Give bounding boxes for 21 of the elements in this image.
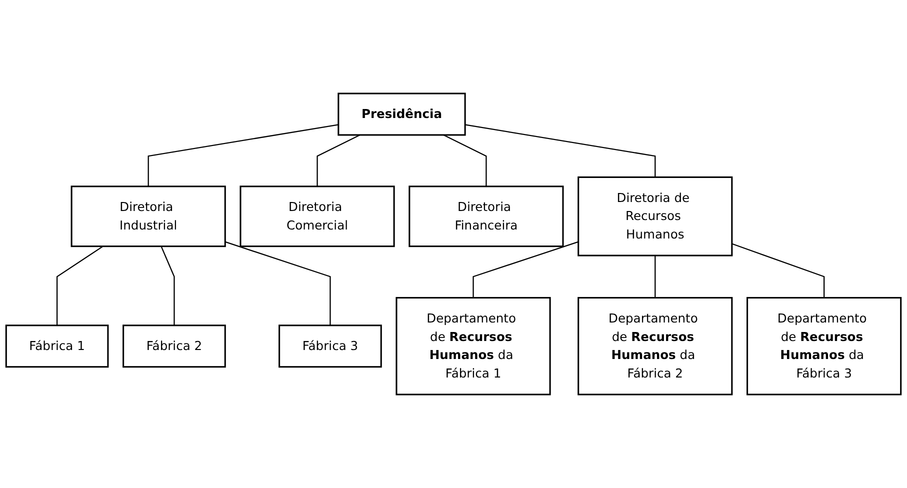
node-box: Diretoria Financeira xyxy=(408,186,564,248)
node-box: Fábrica 3 xyxy=(278,324,382,368)
connector xyxy=(56,246,104,326)
node-box: Presidência xyxy=(338,92,466,136)
connector xyxy=(654,256,656,298)
connector xyxy=(224,241,331,326)
node-box: Diretoria Comercial xyxy=(240,186,395,248)
connector xyxy=(472,241,579,298)
connector xyxy=(464,124,656,178)
node-box: Fábrica 2 xyxy=(122,324,226,368)
node-box: Fábrica 1 xyxy=(5,324,109,368)
connector xyxy=(160,246,175,326)
node-box: Diretoria Industrial xyxy=(70,186,226,248)
connector xyxy=(443,134,487,186)
connector xyxy=(316,134,360,186)
node-box: Departamento de Recursos Humanos da Fábrica 3 xyxy=(746,296,902,396)
connector xyxy=(148,124,338,186)
node-box: Departamento de Recursos Humanos da Fábrica 1 xyxy=(396,296,551,396)
node-box: Departamento de Recursos Humanos da Fábrica 2 xyxy=(578,296,733,396)
connector xyxy=(732,243,825,298)
node-box: Diretoria de Recursos Humanos xyxy=(578,176,733,256)
